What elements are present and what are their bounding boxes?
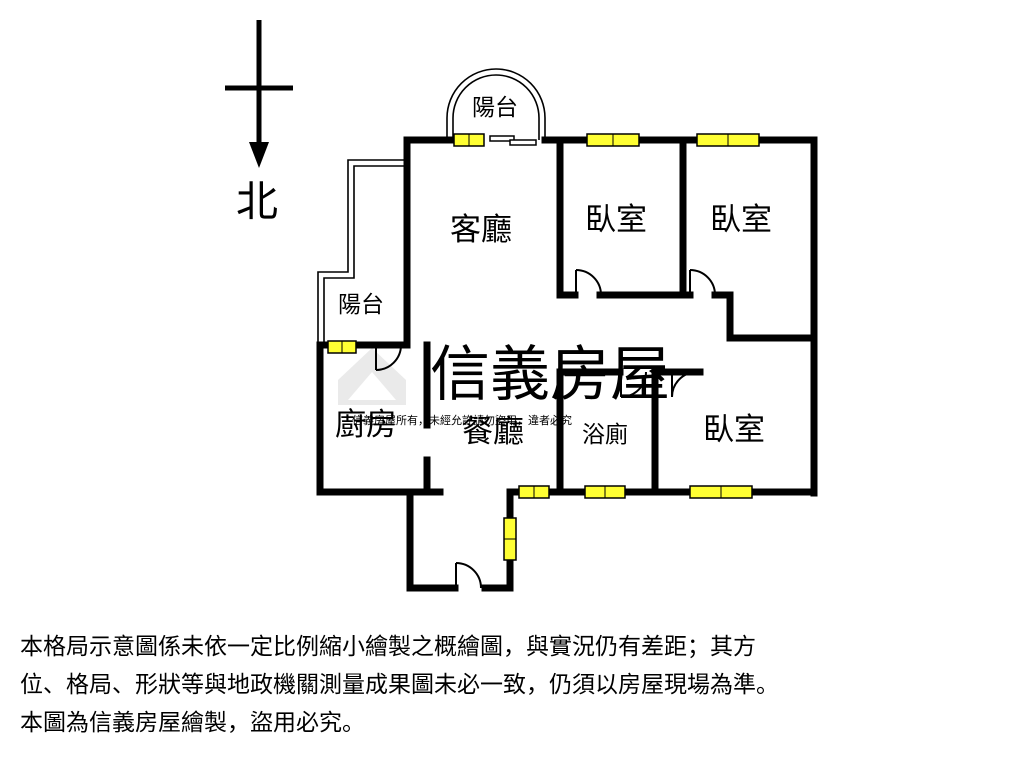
windows bbox=[327, 133, 760, 561]
north-arrow-icon bbox=[225, 20, 293, 168]
bedroom-3-label: 臥室 bbox=[703, 412, 765, 448]
disclaimer: 本格局示意圖係未依一定比例縮小繪製之概繪圖，與實況仍有差距；其方 位、格局、形狀… bbox=[20, 628, 1010, 742]
floor-plan: 信義房屋 信義房屋所有，未經允許請勿盜用，違者必究 北 bbox=[225, 20, 818, 592]
watermark-brand: 信義房屋 bbox=[430, 340, 670, 410]
disclaimer-line-2: 位、格局、形狀等與地政機關測量成果圖未必一致，仍須以房屋現場為準。 bbox=[20, 672, 779, 698]
disclaimer-line-3: 本圖為信義房屋繪製，盜用必究。 bbox=[20, 710, 365, 736]
walls bbox=[316, 136, 818, 592]
bedroom-1-label: 臥室 bbox=[585, 202, 647, 238]
balcony-north-label: 陽台 bbox=[472, 95, 518, 121]
disclaimer-line-1: 本格局示意圖係未依一定比例縮小繪製之概繪圖，與實況仍有差距；其方 bbox=[20, 634, 756, 660]
north-balcony-outline bbox=[446, 68, 546, 140]
dining-room-label: 餐廳 bbox=[462, 414, 524, 450]
door-swings bbox=[375, 269, 716, 589]
watermark-logo-icon bbox=[338, 348, 406, 405]
living-room-label: 客廳 bbox=[450, 212, 512, 248]
west-balcony-outline bbox=[317, 159, 407, 345]
north-label: 北 bbox=[236, 177, 278, 226]
watermark-notice: 信義房屋所有，未經允許請勿盜用，違者必究 bbox=[352, 413, 572, 427]
kitchen-label: 廚房 bbox=[335, 407, 397, 443]
bathroom-label: 浴廁 bbox=[582, 422, 628, 448]
sliding-door-north bbox=[489, 135, 537, 146]
bedroom-2-label: 臥室 bbox=[710, 202, 772, 238]
balcony-west-label: 陽台 bbox=[338, 292, 384, 318]
